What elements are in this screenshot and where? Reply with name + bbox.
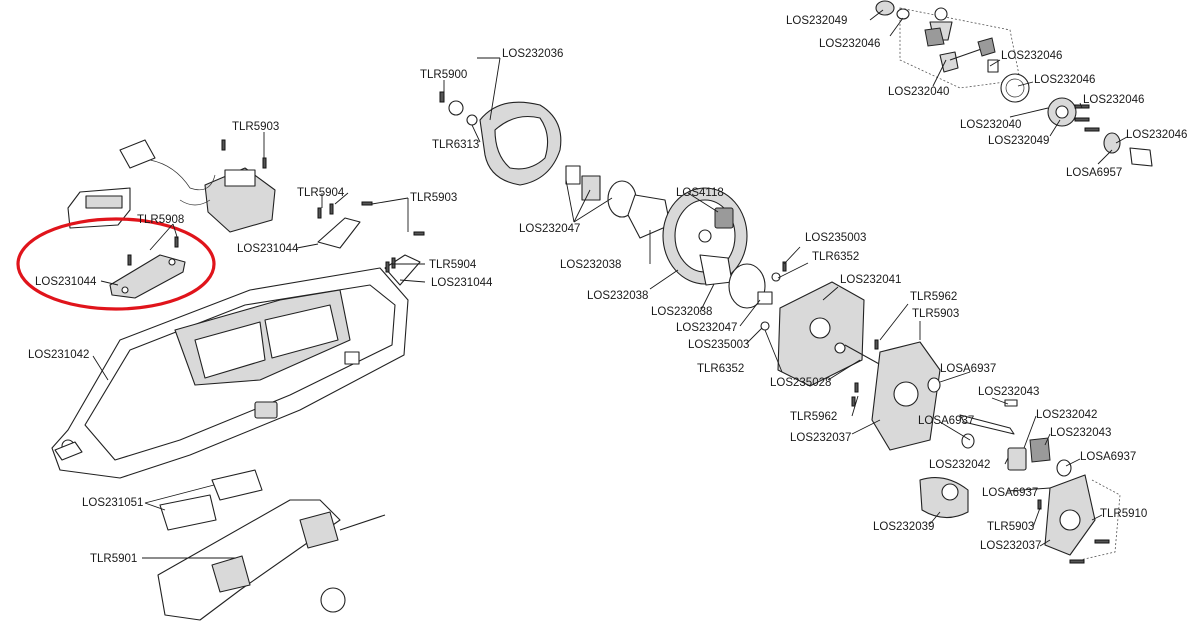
label-tlr5962: TLR5962: [790, 411, 837, 423]
label-los231042: LOS231042: [28, 349, 89, 361]
label-los235003: LOS235003: [688, 339, 749, 351]
label-tlr5962: TLR5962: [910, 291, 957, 303]
highlight-circle: [16, 217, 216, 311]
electronics-esc-receiver: [67, 139, 276, 233]
label-los232046: LOS232046: [1034, 74, 1095, 86]
label-los232039: LOS232039: [873, 521, 934, 533]
slipper-clutch-assembly: [439, 91, 787, 331]
label-tlr6313: TLR6313: [432, 139, 479, 151]
label-los235028: LOS235028: [770, 377, 831, 389]
label-tlr5903: TLR5903: [410, 192, 457, 204]
label-los232047: LOS232047: [519, 223, 580, 235]
label-los231044: LOS231044: [431, 277, 493, 289]
chassis-tub: [51, 267, 409, 479]
label-losa6937: LOSA6937: [1080, 451, 1136, 463]
label-los232038: LOS232038: [651, 306, 712, 318]
label-los232040: LOS232040: [888, 86, 949, 98]
label-losa6937: LOSA6937: [982, 487, 1038, 499]
label-los232037: LOS232037: [980, 540, 1041, 552]
label-los232046: LOS232046: [819, 38, 880, 50]
label-los235003: LOS235003: [805, 232, 866, 244]
label-los232042: LOS232042: [929, 459, 990, 471]
esc-mount-brackets: [317, 201, 425, 286]
label-los232049: LOS232049: [786, 15, 847, 27]
label-los232036: LOS232036: [502, 48, 563, 60]
label-los232046: LOS232046: [1126, 129, 1187, 141]
label-tlr5900: TLR5900: [420, 69, 467, 81]
label-los4118: LOS4118: [676, 187, 724, 199]
label-losa6937: LOSA6937: [940, 363, 996, 375]
label-tlr5903: TLR5903: [987, 521, 1034, 533]
label-los232046: LOS232046: [1001, 50, 1062, 62]
label-los232043: LOS232043: [978, 386, 1039, 398]
leader-lines: [92, 9, 1128, 559]
transmission-case: [777, 281, 1121, 564]
label-tlr5910: TLR5910: [1100, 508, 1147, 520]
label-tlr5901: TLR5901: [90, 553, 137, 565]
label-tlr5904: TLR5904: [297, 187, 345, 199]
label-los232040: LOS232040: [960, 119, 1021, 131]
battery-area: [157, 469, 386, 621]
label-los232043: LOS232043: [1050, 427, 1111, 439]
label-tlr5903: TLR5903: [232, 121, 279, 133]
label-los232042: LOS232042: [1036, 409, 1097, 421]
label-los231051: LOS231051: [82, 497, 143, 509]
label-los232041: LOS232041: [840, 274, 901, 286]
label-losa6937: LOSA6937: [918, 415, 974, 427]
label-los232047: LOS232047: [676, 322, 737, 334]
receiver-mount-plate: [109, 236, 186, 299]
label-los232038: LOS232038: [560, 259, 621, 271]
part-labels: LOS232049 LOS232046 LOS232046 LOS232046 …: [28, 15, 1187, 565]
label-tlr6352: TLR6352: [697, 363, 744, 375]
label-los231044: LOS231044: [35, 276, 97, 288]
label-los231044: LOS231044: [237, 243, 299, 255]
label-tlr6352: TLR6352: [812, 251, 859, 263]
label-tlr5904: TLR5904: [429, 259, 477, 271]
label-losa6957: LOSA6957: [1066, 167, 1122, 179]
label-tlr5908: TLR5908: [137, 214, 184, 226]
label-los232049: LOS232049: [988, 135, 1049, 147]
differential-assembly: [875, 0, 1153, 167]
label-los232038: LOS232038: [587, 290, 648, 302]
label-tlr5903: TLR5903: [912, 308, 959, 320]
label-los232037: LOS232037: [790, 432, 851, 444]
label-los232046: LOS232046: [1083, 94, 1144, 106]
